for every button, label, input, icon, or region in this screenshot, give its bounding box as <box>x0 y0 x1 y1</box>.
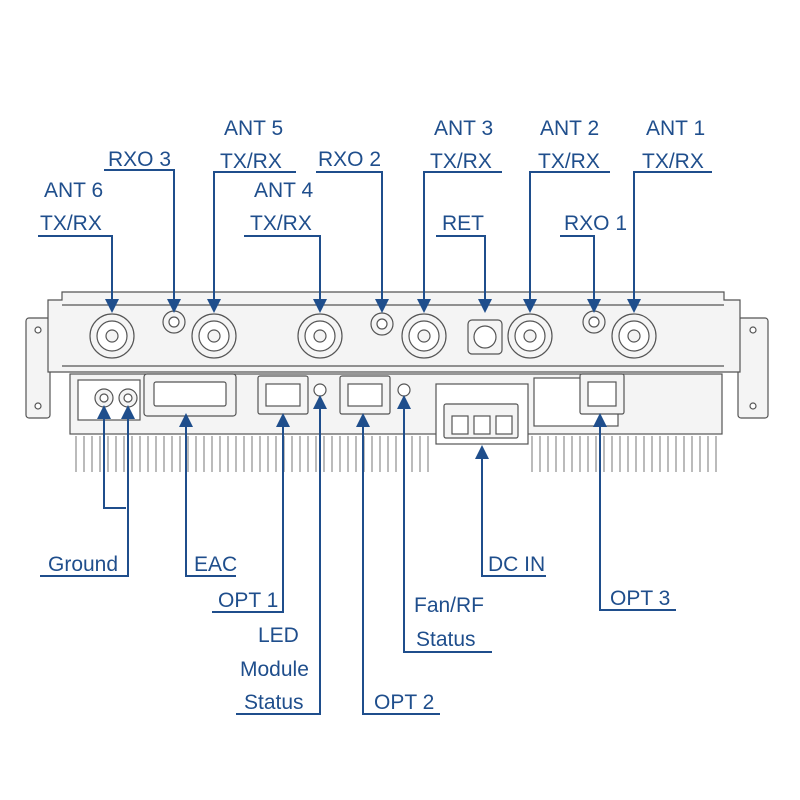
ant1-label-line1: ANT 1 <box>646 117 705 140</box>
ant3-label-line2: TX/RX <box>430 150 492 173</box>
rxo3-label: RXO 3 <box>108 148 171 171</box>
ret-port-icon <box>467 319 503 355</box>
ant4-port-icon <box>297 313 343 359</box>
ant1-label-line2: TX/RX <box>642 150 704 173</box>
rxo2-port-icon <box>370 312 394 336</box>
ant1-port-icon <box>611 313 657 359</box>
ant6-port-icon <box>89 313 135 359</box>
ant5-label-line2: TX/RX <box>220 150 282 173</box>
ground-label: Ground <box>48 553 118 576</box>
ant2-port-icon <box>507 313 553 359</box>
opt1-label: OPT 1 <box>218 589 278 612</box>
ant3-label-line1: ANT 3 <box>434 117 493 140</box>
fan-rf-status-label-line2: Status <box>416 628 476 651</box>
ant3-port-icon <box>401 313 447 359</box>
eac-label: EAC <box>194 553 237 576</box>
ant6-label-line1: ANT 6 <box>44 179 103 202</box>
eac-connector-icon <box>143 373 237 417</box>
leader-lines <box>38 169 712 715</box>
rxo3-port-icon <box>162 310 186 334</box>
ant2-label-line2: TX/RX <box>538 150 600 173</box>
rxo1-port-icon <box>582 310 606 334</box>
opt2-label: OPT 2 <box>374 691 434 714</box>
opt1-port-icon <box>257 375 309 415</box>
fan-rf-status-icon <box>397 383 411 397</box>
dc-in-connector-icon <box>443 403 519 439</box>
radio-unit-device <box>25 291 769 472</box>
led-module-status-icon <box>313 383 327 397</box>
dc-in-label: DC IN <box>488 553 545 576</box>
ground-studs-icon <box>94 388 138 408</box>
fan-rf-status-label-line1: Fan/RF <box>414 594 484 617</box>
opt3-label: OPT 3 <box>610 587 670 610</box>
led-module-status-label-line2: Module <box>240 658 309 681</box>
led-module-status-label-line1: LED <box>258 624 299 647</box>
ant6-label-line2: TX/RX <box>40 212 102 235</box>
opt3-port-icon <box>579 373 625 415</box>
rxo2-label: RXO 2 <box>318 148 381 171</box>
ant2-label-line1: ANT 2 <box>540 117 599 140</box>
ant4-label-line1: ANT 4 <box>254 179 313 202</box>
ant5-label-line1: ANT 5 <box>224 117 283 140</box>
led-module-status-label-line3: Status <box>244 691 304 714</box>
ant4-label-line2: TX/RX <box>250 212 312 235</box>
cooling-fins <box>75 436 717 472</box>
ant5-port-icon <box>191 313 237 359</box>
ret-label: RET <box>442 212 484 235</box>
opt2-port-icon <box>339 375 391 415</box>
rxo1-label: RXO 1 <box>564 212 627 235</box>
